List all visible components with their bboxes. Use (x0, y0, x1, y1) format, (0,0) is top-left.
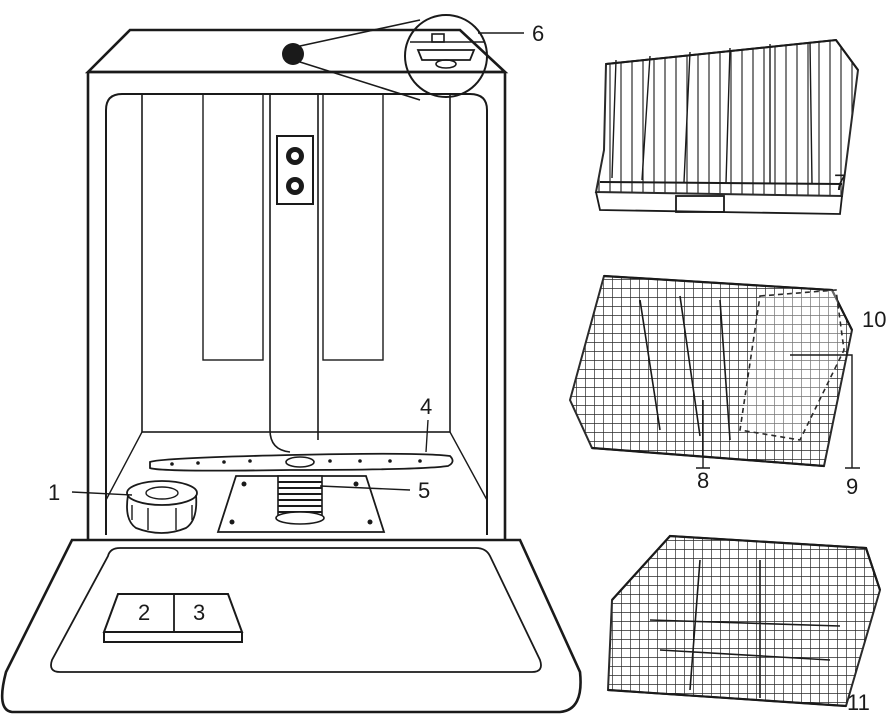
upper-spray-nozzle-detail (299, 14, 488, 101)
filter-assembly (216, 475, 386, 533)
detergent-dispenser (102, 593, 244, 643)
callout-7: 7 (834, 170, 846, 195)
callout-3: 3 (193, 600, 205, 625)
callout-9: 9 (846, 474, 858, 499)
lower-spray-arm (149, 452, 454, 472)
upper-basket (568, 274, 854, 468)
dishwasher-door (0, 538, 582, 714)
dishwasher-body (84, 28, 509, 540)
callout-6: 6 (532, 21, 544, 46)
callout-5: 5 (418, 478, 430, 503)
callout-leaders (71, 32, 860, 496)
salt-container-cap (126, 480, 198, 534)
callout-2: 2 (138, 600, 150, 625)
lower-basket (606, 534, 882, 708)
callout-1: 1 (48, 480, 60, 505)
callout-11: 11 (847, 690, 870, 715)
callout-8: 8 (697, 468, 709, 493)
callout-10: 10 (862, 307, 886, 332)
callout-4: 4 (420, 394, 432, 419)
cutlery-tray (594, 38, 860, 215)
